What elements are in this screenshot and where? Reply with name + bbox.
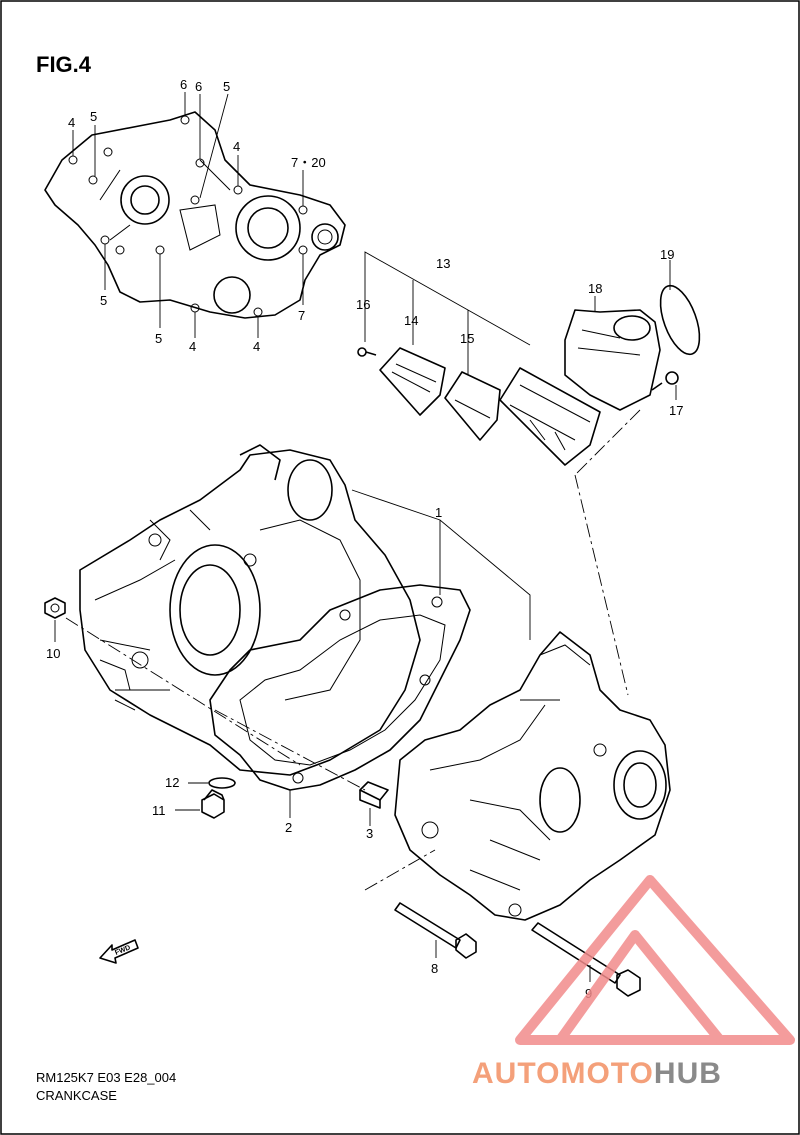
callout-4: 4	[189, 339, 196, 354]
leader-1	[351, 489, 531, 640]
drain-bolt-11	[201, 789, 225, 819]
crankcase-left-half	[79, 444, 421, 776]
callout-7: 7	[298, 308, 305, 323]
callout-18: 18	[588, 281, 602, 296]
reed-valve-assembly	[357, 251, 601, 466]
intake-pipe	[564, 260, 701, 411]
callout-8: 8	[431, 961, 438, 976]
callout-14: 14	[404, 313, 418, 328]
callout-4: 4	[68, 115, 75, 130]
washer-12	[208, 777, 236, 789]
callout-5: 5	[155, 331, 162, 346]
callout-17: 17	[669, 403, 683, 418]
bolt-8	[394, 902, 477, 959]
figure-title: FIG.4	[36, 52, 92, 77]
assembly-line	[214, 709, 366, 791]
callout-12: 12	[165, 775, 179, 790]
callout-4: 4	[253, 339, 260, 354]
callout-5: 5	[90, 109, 97, 124]
callout-6: 6	[180, 77, 187, 92]
callout-7-20: 7・20	[291, 155, 326, 170]
watermark-suffix: HUB	[654, 1057, 722, 1090]
crankcase-gasket	[209, 584, 471, 791]
dowel-pin-3	[359, 781, 389, 809]
callout-19: 19	[660, 247, 674, 262]
crankcase-outline-inset	[44, 111, 346, 319]
section-name: CRANKCASE	[36, 1088, 117, 1103]
crankcase-right-half	[394, 631, 671, 921]
nut-10	[44, 597, 66, 619]
callout-16: 16	[356, 297, 370, 312]
callout-5: 5	[100, 293, 107, 308]
assembly-line	[364, 849, 436, 891]
callout-10: 10	[46, 646, 60, 661]
watermark-prefix: AUTOMOTO	[472, 1057, 654, 1090]
callout-4: 4	[233, 139, 240, 154]
callout-5: 5	[223, 79, 230, 94]
callout-6: 6	[195, 79, 202, 94]
bolt-9	[531, 922, 641, 997]
triangle-logo-icon	[515, 875, 795, 1045]
assembly-line	[65, 617, 301, 766]
assembly-line	[574, 409, 641, 476]
assembly-line	[574, 474, 629, 696]
watermark-text: AUTOMOTOHUB	[472, 1057, 722, 1090]
fwd-arrow-icon: FWD	[99, 939, 139, 964]
callout-13: 13	[436, 256, 450, 271]
model-code: RM125K7 E03 E28_004	[36, 1070, 176, 1085]
callout-2: 2	[285, 820, 292, 835]
callout-3: 3	[366, 826, 373, 841]
callout-15: 15	[460, 331, 474, 346]
callout-11: 11	[152, 803, 166, 818]
screw-16	[357, 347, 377, 357]
callout-1: 1	[435, 505, 442, 520]
inset-leaders	[72, 92, 304, 338]
